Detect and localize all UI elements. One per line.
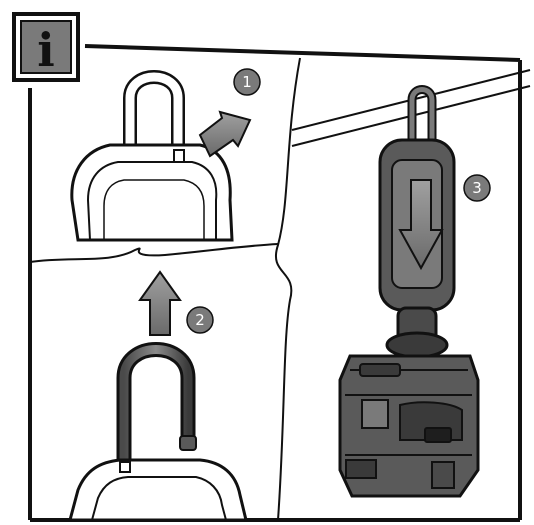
- step-number-1: 1: [242, 73, 252, 91]
- down-arrow: [398, 179, 444, 271]
- panel-hook-closed: 1: [70, 68, 261, 242]
- info-symbol: i: [37, 23, 54, 77]
- step-badge-1: 1: [233, 68, 261, 96]
- step-badge-2: 2: [186, 306, 214, 334]
- up-arrow: [138, 270, 182, 336]
- info-icon: i: [12, 12, 80, 82]
- frame: [28, 44, 522, 522]
- step-number-2: 2: [195, 311, 205, 329]
- panel-dividers: [29, 57, 301, 521]
- step-number-3: 3: [472, 179, 482, 197]
- push-arrow: [198, 110, 252, 158]
- step-badge-3: 3: [463, 174, 491, 202]
- panel-hook-open: 2: [68, 270, 248, 522]
- panel-hanging-lamp: 3: [291, 69, 531, 498]
